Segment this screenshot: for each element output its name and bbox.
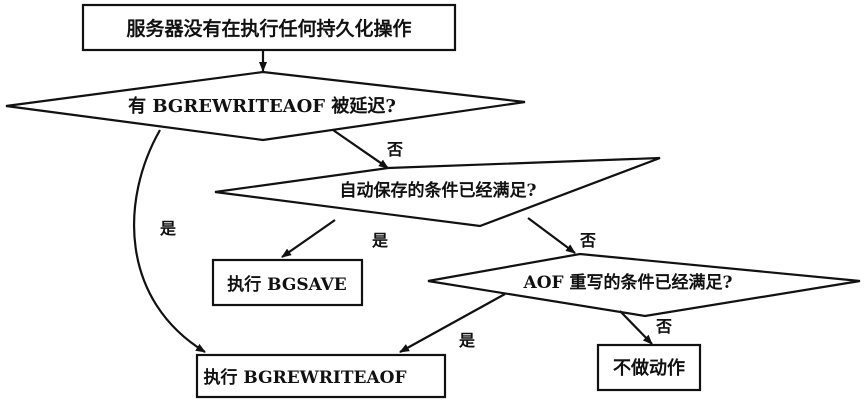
bgsave-label: 执行 BGSAVE xyxy=(227,274,347,295)
decision-aof-label: AOF 重写的条件已经满足? xyxy=(523,272,733,293)
bgsave-box xyxy=(211,258,364,307)
edge-label-delayed-no: 否 xyxy=(386,140,403,159)
bgrewriteaof-box xyxy=(195,353,447,399)
edge-label-aof-no: 否 xyxy=(655,317,672,336)
arrow-save-yes xyxy=(281,219,336,258)
decision-save-label: 自动保存的条件已经满足? xyxy=(340,180,537,201)
edge-label-aof-yes: 是 xyxy=(458,331,475,350)
bgrewriteaof-label: 执行 BGREWRITEAOF xyxy=(203,367,406,388)
decision-delayed-label: 有 BGREWRITEAOF 被延迟? xyxy=(128,95,396,117)
arrow-delayed-no xyxy=(332,129,389,169)
arrow-aof-yes xyxy=(399,293,506,353)
arrow-aof-no xyxy=(619,310,653,345)
decision-delayed-diamond xyxy=(5,70,526,142)
start-box xyxy=(81,3,457,52)
decision-save-diamond xyxy=(214,156,661,228)
decision-aof-diamond xyxy=(427,252,861,318)
no-action-label: 不做动作 xyxy=(613,357,685,379)
edge-label-save-yes: 是 xyxy=(371,231,388,250)
arrow-delayed-yes xyxy=(132,129,206,353)
edge-label-delayed-yes: 是 xyxy=(159,219,176,238)
no-action-box xyxy=(596,343,702,392)
edge-label-save-no: 否 xyxy=(579,231,596,250)
start-label: 服务器没有在执行任何持久化操作 xyxy=(126,17,411,40)
arrow-save-no xyxy=(527,217,576,254)
